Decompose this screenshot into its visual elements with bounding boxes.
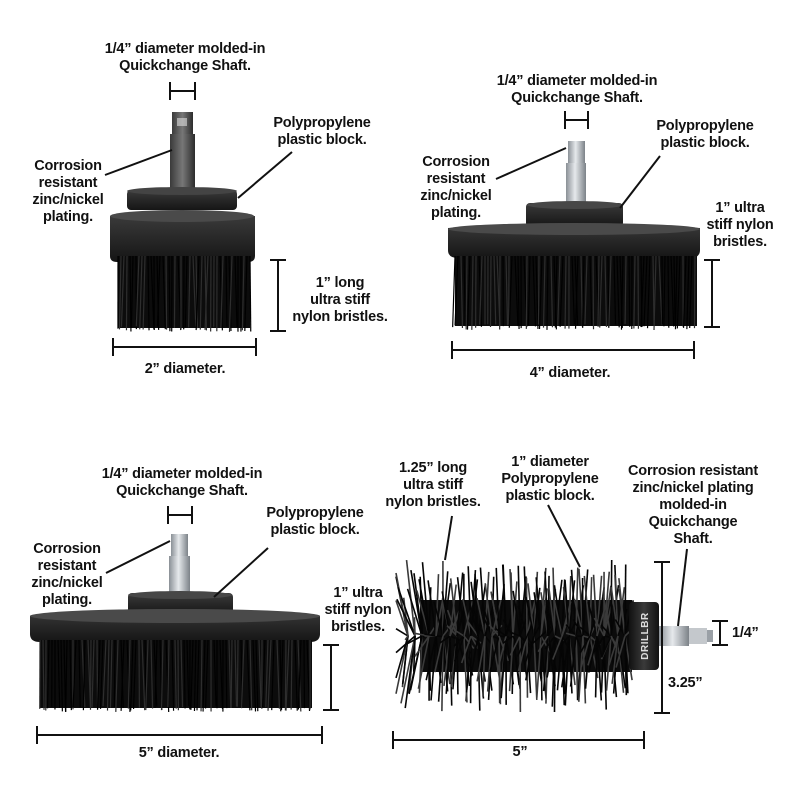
bristle-leader-line [444, 515, 453, 561]
bristles [452, 255, 697, 330]
plating-leader-line [104, 149, 173, 176]
bristle-height-bracket [270, 259, 286, 332]
block-leader-line [213, 547, 269, 598]
bristles [117, 255, 252, 332]
plastic-block [629, 602, 659, 670]
shaft-dimension-bracket [564, 111, 589, 129]
diameter-bracket [112, 338, 257, 356]
brush-4in-block-label: Polypropylene plastic block. [656, 118, 754, 151]
brush-4in-plating-label: Corrosion resistant zinc/nickel plating. [420, 154, 492, 221]
brush-2in-bristle-label: 1” long ultra stiff nylon bristles. [292, 275, 388, 325]
hex-shaft [566, 141, 586, 205]
hex-shaft [170, 112, 195, 196]
block-leader-line [619, 155, 661, 209]
plating-leader-line [677, 548, 688, 627]
cylinder-shaft-label: 1/4” [732, 625, 759, 641]
cylinder-length-label: 5” [512, 744, 528, 760]
length-dimension-bracket [392, 731, 645, 749]
bristle-height-bracket [704, 259, 720, 328]
cylinder-block-label: 1” diameter Polypropylene plastic block. [501, 454, 599, 504]
plastic-block [110, 216, 255, 262]
bristle-height-bracket [323, 644, 339, 711]
cylinder-bristle-label: 1.25” long ultra stiff nylon bristles. [385, 460, 481, 510]
brush-4in-shaft-label: 1/4” diameter molded-in Quickchange Shaf… [496, 73, 658, 106]
brush-4in-bristle-label: 1” ultra stiff nylon bristles. [706, 200, 774, 250]
brush-4in-diameter-label: 4” diameter. [529, 365, 611, 381]
plating-leader-line [495, 147, 567, 180]
brush-5in-diameter-label: 5” diameter. [138, 745, 220, 761]
brush-2in-shaft-label: 1/4” diameter molded-in Quickchange Shaf… [104, 41, 266, 74]
block-leader-line [547, 504, 581, 568]
brush-2in-block-label: Polypropylene plastic block. [273, 115, 371, 148]
brush-2in-plating-label: Corrosion resistant zinc/nickel plating. [32, 158, 104, 225]
bristles [395, 559, 636, 713]
diameter-bracket [451, 341, 695, 359]
brush-5in-block-label: Polypropylene plastic block. [266, 505, 364, 538]
shaft-dimension-bracket [169, 82, 196, 100]
hex-shaft [659, 626, 713, 646]
cylinder-height-label: 3.25” [668, 675, 703, 691]
shaft-dimension-bracket [167, 506, 193, 524]
bristles [39, 639, 312, 713]
brush-cylinder: DRILLBR [392, 504, 728, 749]
cylinder-plating-label: Corrosion resistant zinc/nickel plating … [628, 463, 758, 547]
height-dimension-bracket [654, 561, 670, 714]
brush-5in-shaft-label: 1/4” diameter molded-in Quickchange Shaf… [101, 466, 263, 499]
brush-5in-plating-label: Corrosion resistant zinc/nickel plating. [31, 541, 103, 608]
brush-2in-diameter-label: 2” diameter. [144, 361, 226, 377]
brush-5in [30, 506, 339, 744]
diameter-bracket [36, 726, 323, 744]
shaft-dimension-bracket [712, 620, 728, 646]
brand-text: DRILLBR [640, 612, 651, 660]
brush-4in [448, 111, 720, 359]
brush-2in [104, 82, 293, 356]
brush-5in-bristle-label: 1” ultra stiff nylon bristles. [324, 585, 392, 635]
plastic-hub [127, 190, 237, 210]
block-leader-line [237, 151, 293, 199]
plating-leader-line [105, 540, 171, 574]
plastic-hub [526, 203, 623, 227]
hex-shaft [169, 534, 190, 596]
